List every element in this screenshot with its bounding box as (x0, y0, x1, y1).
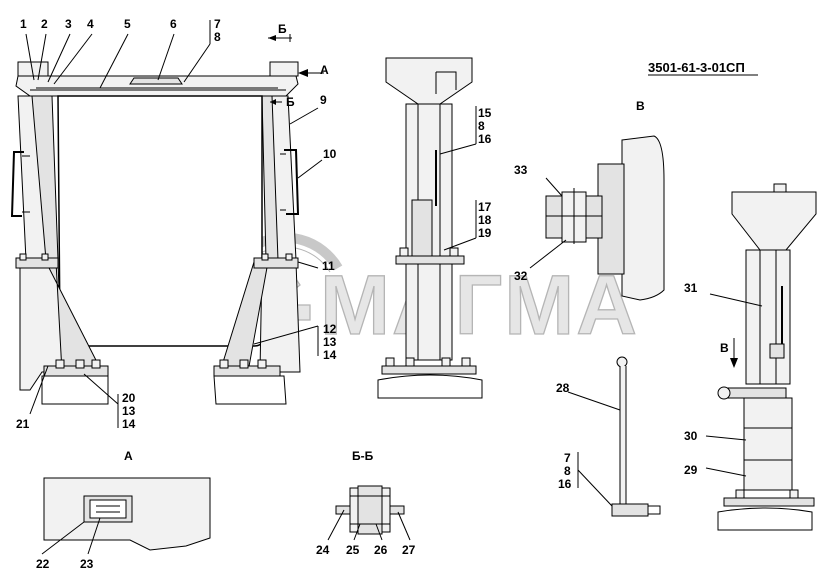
right-side-handle (284, 149, 300, 215)
callout-14b: 14 (122, 417, 136, 431)
callout-32: 32 (514, 269, 528, 283)
section-bb-detail (327, 485, 411, 541)
right-post-view (705, 183, 817, 531)
watermark-text: МАГМА (320, 258, 639, 352)
callout-11: 11 (322, 259, 335, 273)
rp-base-plate (723, 497, 815, 507)
callout-23: 23 (80, 557, 94, 571)
view-a-title: А (124, 449, 133, 463)
post-side-view (377, 57, 483, 399)
callout-15: 15 (478, 106, 492, 120)
view-arrow-b2-icon (270, 99, 276, 105)
callout-9: 9 (320, 93, 327, 107)
window-opening (57, 95, 263, 347)
floor-base (41, 375, 109, 405)
beam-handle (129, 77, 183, 85)
view-v-title: В (636, 99, 645, 113)
callout-24: 24 (316, 543, 330, 557)
callout-7: 7 (214, 17, 221, 31)
callout-16b: 16 (558, 477, 572, 491)
rp-lower-body (743, 397, 793, 491)
callout-21: 21 (16, 417, 30, 431)
view-arrow-b-icon (268, 35, 276, 41)
callout-29: 29 (684, 463, 698, 477)
arrow-b-label-1: Б (278, 22, 287, 36)
callout-4: 4 (87, 17, 94, 31)
top-bracket-right (269, 61, 299, 77)
rp-top-bracket (731, 191, 817, 251)
view-v-detail (529, 135, 665, 301)
left-mount-plate (15, 257, 59, 269)
callout-8b: 8 (478, 119, 485, 133)
post-lower-body (405, 263, 453, 361)
callout-1: 1 (20, 17, 27, 31)
callout-17: 17 (478, 200, 492, 214)
arrow-v-label: В (720, 341, 729, 355)
callout-6: 6 (170, 17, 177, 31)
arrow-b-label-2: Б (286, 95, 295, 109)
post-flange (395, 255, 465, 265)
left-side-handle (10, 151, 24, 217)
callout-10: 10 (323, 147, 337, 161)
rp-hinge (723, 387, 787, 399)
callout-28: 28 (556, 381, 570, 395)
callout-26: 26 (374, 543, 388, 557)
post-base-plate (381, 365, 477, 375)
section-bb-title: Б-Б (352, 449, 374, 463)
cab-frame-view: А Б Б (10, 20, 329, 428)
watermark: МАГМА (218, 232, 639, 353)
callout-30: 30 (684, 429, 698, 443)
view-arrow-v-icon (730, 358, 738, 368)
view-a-detail (41, 477, 211, 555)
callout-19: 19 (478, 226, 492, 240)
callout-7b: 7 (564, 451, 571, 465)
callout-25: 25 (346, 543, 360, 557)
callout-3: 3 (65, 17, 72, 31)
callout-33: 33 (514, 163, 528, 177)
right-mount-plate (253, 257, 299, 269)
v-wall (621, 135, 665, 301)
arrow-a-label: А (320, 63, 329, 77)
post-top-bracket (385, 57, 473, 105)
rod (619, 366, 627, 507)
rp-body (745, 249, 791, 385)
callout-20: 20 (122, 391, 136, 405)
callout-16: 16 (478, 132, 492, 146)
callout-5: 5 (124, 17, 131, 31)
callout-18: 18 (478, 213, 492, 227)
callout-27: 27 (402, 543, 416, 557)
callout-14: 14 (323, 348, 337, 362)
callout-8: 8 (214, 30, 221, 44)
view-arrow-a-icon (298, 69, 308, 77)
callout-22: 22 (36, 557, 50, 571)
callout-31: 31 (684, 281, 698, 295)
document-code: 3501-61-3-01СП (648, 60, 745, 75)
callout-13: 13 (323, 335, 337, 349)
callout-13b: 13 (122, 404, 136, 418)
right-lower-post (259, 261, 301, 373)
rod-detail (567, 356, 661, 517)
callout-2: 2 (41, 17, 48, 31)
callout-8c: 8 (564, 464, 571, 478)
callout-12: 12 (323, 322, 337, 336)
